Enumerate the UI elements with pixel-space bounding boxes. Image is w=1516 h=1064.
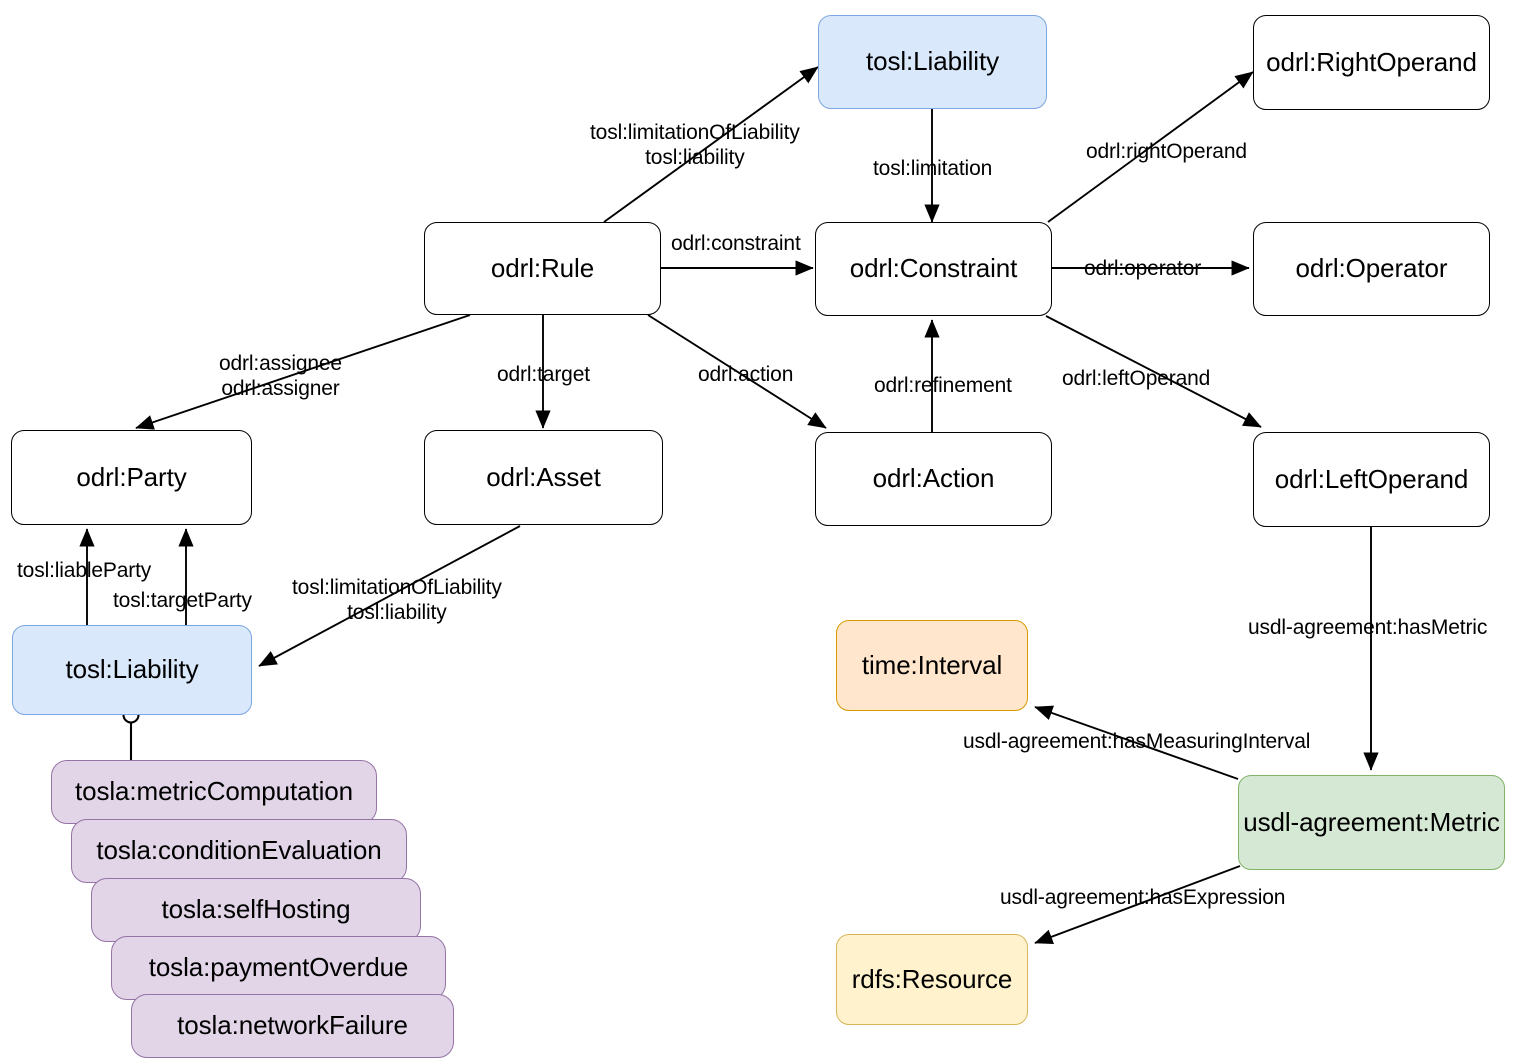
node-tosla-network-failure[interactable]: tosla:networkFailure <box>131 994 454 1058</box>
edge-label-liability-to-party-target: tosl:targetParty <box>113 589 252 612</box>
edge-label-asset-to-liability: tosl:limitationOfLiability tosl:liabilit… <box>292 575 502 625</box>
edge-label-rule-to-party: odrl:assignee odrl:assigner <box>219 351 342 401</box>
node-label: odrl:Operator <box>1295 253 1448 284</box>
node-odrl-asset[interactable]: odrl:Asset <box>424 430 663 525</box>
node-rdfs-resource[interactable]: rdfs:Resource <box>836 934 1028 1025</box>
node-usdl-agreement-metric[interactable]: usdl-agreement:Metric <box>1238 775 1505 870</box>
edge-label-line-2: tosl:liability <box>347 601 447 625</box>
node-tosl-liability-top[interactable]: tosl:Liability <box>818 15 1047 109</box>
edge-label-line-1: tosl:limitationOfLiability <box>590 121 800 144</box>
edge-label-rule-to-action: odrl:action <box>698 363 794 386</box>
edge-label-line-2: tosl:liability <box>645 146 745 170</box>
edge-label-liability-to-constraint: tosl:limitation <box>873 157 993 180</box>
edge-label-rule-to-constraint: odrl:constraint <box>671 232 801 255</box>
edge-label-rule-to-asset: odrl:target <box>497 363 590 386</box>
node-label: odrl:LeftOperand <box>1274 463 1469 494</box>
node-label: tosla:paymentOverdue <box>148 952 409 983</box>
node-label: odrl:Constraint <box>849 253 1018 284</box>
node-label: odrl:Action <box>872 463 995 494</box>
edge-label-line-2: odrl:assigner <box>221 377 340 401</box>
node-tosla-self-hosting[interactable]: tosla:selfHosting <box>91 878 421 942</box>
node-label: time:Interval <box>861 649 1003 680</box>
node-label: usdl-agreement:Metric <box>1243 806 1500 837</box>
node-label: tosla:networkFailure <box>177 1010 408 1041</box>
node-label: tosla:selfHosting <box>161 894 351 925</box>
node-label: tosl:Liability <box>65 654 199 685</box>
edge-label-line-1: tosl:limitationOfLiability <box>292 576 502 599</box>
node-label: tosla:metricComputation <box>74 776 354 807</box>
node-label: rdfs:Resource <box>851 963 1013 994</box>
node-label: odrl:Asset <box>486 461 601 492</box>
edge-liability-to-tosla-stack <box>122 706 140 760</box>
node-label: odrl:Party <box>76 461 187 492</box>
node-tosla-metric-computation[interactable]: tosla:metricComputation <box>51 760 377 824</box>
node-label: tosla:conditionEvaluation <box>96 835 382 866</box>
edge-label-constraint-to-operator: odrl:operator <box>1084 257 1202 280</box>
node-odrl-rule[interactable]: odrl:Rule <box>424 222 661 315</box>
edge-label-line-1: odrl:assignee <box>219 352 342 375</box>
edge-label-constraint-to-rightoperand: odrl:rightOperand <box>1086 140 1247 163</box>
node-tosla-payment-overdue[interactable]: tosla:paymentOverdue <box>111 936 446 1000</box>
node-label: tosl:Liability <box>866 46 999 77</box>
node-odrl-operator[interactable]: odrl:Operator <box>1253 222 1490 316</box>
node-odrl-rightoperand[interactable]: odrl:RightOperand <box>1253 15 1490 110</box>
node-time-interval[interactable]: time:Interval <box>836 620 1028 711</box>
node-odrl-leftoperand[interactable]: odrl:LeftOperand <box>1253 432 1490 527</box>
edge-label-liability-to-party-liable: tosl:liableParty <box>17 559 152 582</box>
node-label: odrl:Rule <box>490 252 595 283</box>
node-label: odrl:RightOperand <box>1266 46 1477 77</box>
edge-label-rule-to-liability: tosl:limitationOfLiability tosl:liabilit… <box>590 120 800 170</box>
node-tosl-liability-bottom[interactable]: tosl:Liability <box>12 625 252 715</box>
node-odrl-constraint[interactable]: odrl:Constraint <box>815 222 1052 316</box>
edge-label-constraint-to-leftoperand: odrl:leftOperand <box>1062 367 1211 390</box>
node-odrl-party[interactable]: odrl:Party <box>11 430 252 525</box>
edge-label-metric-to-interval: usdl-agreement:hasMeasuringInterval <box>963 730 1311 753</box>
edge-label-leftoperand-to-metric: usdl-agreement:hasMetric <box>1248 616 1488 639</box>
node-odrl-action[interactable]: odrl:Action <box>815 432 1052 526</box>
edge-label-action-to-constraint: odrl:refinement <box>874 374 1012 397</box>
edge-label-metric-to-resource: usdl-agreement:hasExpression <box>1000 886 1286 909</box>
node-tosla-condition-evaluation[interactable]: tosla:conditionEvaluation <box>71 819 407 883</box>
